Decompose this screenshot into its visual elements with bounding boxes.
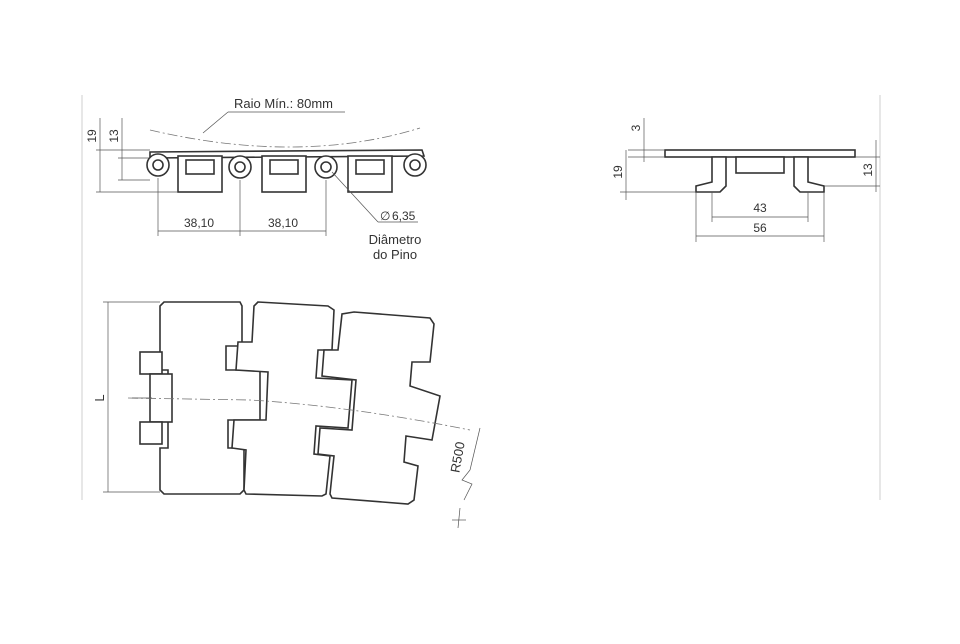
end-width-56: 56 xyxy=(753,221,767,235)
min-radius-label: Raio Mín.: 80mm xyxy=(234,96,333,111)
plan-radius-callout: R500 xyxy=(447,427,481,529)
plan-plate-1-tab-top xyxy=(139,351,163,375)
plan-plate-1-tab-bottom xyxy=(139,421,163,445)
pitch-1: 38,10 xyxy=(184,216,214,230)
pin-1 xyxy=(152,159,164,171)
end-height-19: 19 xyxy=(611,165,625,179)
plan-length-dim: L xyxy=(92,301,160,493)
plan-plate-2 xyxy=(231,301,353,497)
min-radius-arc xyxy=(149,127,421,148)
end-right-leg xyxy=(793,156,825,193)
side-height-19: 19 xyxy=(85,129,99,143)
end-height-13: 13 xyxy=(861,163,875,177)
pin-label-line2: do Pino xyxy=(373,247,417,262)
plan-length-label: L xyxy=(92,394,107,401)
plan-view: L R500 xyxy=(92,301,481,529)
plan-centerline xyxy=(127,397,471,431)
end-width-dims: 43 56 xyxy=(695,192,825,242)
side-height-13: 13 xyxy=(107,129,121,143)
plan-plate-1-tab-mid xyxy=(149,373,173,423)
end-left-dims: 3 19 xyxy=(611,118,696,200)
pin-label-line1: Diâmetro xyxy=(369,232,422,247)
pin-2 xyxy=(234,161,246,173)
plan-radius-label: R500 xyxy=(447,441,467,474)
diameter-symbol: ∅ xyxy=(380,209,390,223)
end-right-dims: 13 xyxy=(824,140,880,192)
pin-3 xyxy=(320,161,332,173)
side-height-dims: 19 13 xyxy=(85,118,178,193)
side-pitch-dims: 38,10 38,10 xyxy=(157,178,327,236)
end-top-plate xyxy=(664,149,856,158)
pin-diameter-callout: ∅ 6,35 Diâmetro do Pino xyxy=(331,171,422,262)
pin-diameter-value: 6,35 xyxy=(392,209,416,223)
end-center-block xyxy=(735,156,785,174)
side-link-1-window xyxy=(185,159,215,175)
side-link-3-window xyxy=(355,159,385,175)
end-width-43: 43 xyxy=(753,201,767,215)
end-left-leg xyxy=(695,156,727,193)
plan-plate-3 xyxy=(317,311,441,505)
side-view: Raio Mín.: 80mm 19 13 xyxy=(85,96,427,262)
end-view: 3 19 13 43 56 xyxy=(611,118,880,242)
pitch-2: 38,10 xyxy=(268,216,298,230)
end-thickness-3: 3 xyxy=(629,124,643,131)
pin-4 xyxy=(409,159,421,171)
drawing-frame xyxy=(81,95,881,500)
side-link-2-window xyxy=(269,159,299,175)
